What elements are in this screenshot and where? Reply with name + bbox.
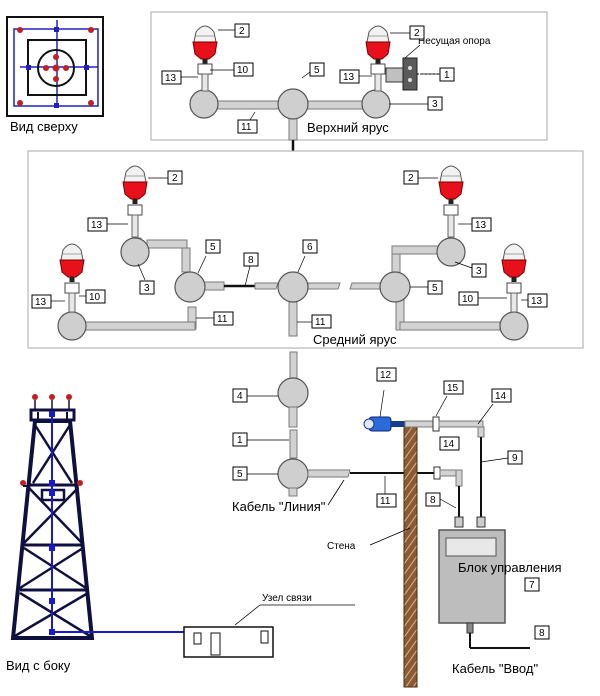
upper-tier-label: Верхний ярус [307, 120, 389, 135]
callout-11-lower: 11 [380, 496, 391, 507]
callout-13-mid-lowright: 13 [531, 296, 543, 307]
callout-11-upper: 11 [241, 122, 252, 133]
callout-13-upper-right: 13 [343, 72, 355, 83]
support-label: Несущая опора [418, 36, 491, 47]
callout-7: 7 [529, 580, 535, 591]
callout-10-upper: 10 [237, 65, 249, 76]
callout-4: 4 [237, 391, 243, 402]
callout-8-input: 8 [539, 628, 545, 639]
callout-13-upper-left: 13 [165, 73, 177, 84]
callout-10-mid-left: 10 [89, 292, 101, 303]
cable-line-label: Кабель "Линия" [232, 499, 326, 514]
callout-6-mid: 6 [307, 242, 313, 253]
middle-tier-label: Средний ярус [313, 332, 397, 347]
middle-callouts: 2 2 13 13 3 3 5 8 6 5 13 10 [31, 170, 548, 329]
lower-nodes: 4 1 5 [232, 351, 351, 497]
control-unit-label: Блок управления [458, 560, 562, 575]
callout-1-upper: 1 [444, 70, 450, 81]
callout-3-mid-left: 3 [144, 283, 150, 294]
callout-2-upper-right: 2 [414, 28, 420, 39]
callout-9: 9 [512, 453, 518, 464]
callout-12: 12 [380, 370, 392, 381]
upper-callouts: 2 2 10 13 13 5 3 11 1 [161, 23, 455, 134]
callout-5-lower: 5 [237, 469, 243, 480]
top-view-panel: Вид сверху [6, 16, 104, 134]
callout-5-upper: 5 [314, 65, 320, 76]
callout-2-mid-right: 2 [408, 173, 414, 184]
callout-5-mid-left: 5 [210, 242, 216, 253]
callout-2-mid-left: 2 [172, 173, 178, 184]
comm-node: Узел связи [183, 593, 355, 658]
comm-node-label: Узел связи [262, 593, 312, 604]
callout-1-lower: 1 [237, 435, 243, 446]
top-view-label: Вид сверху [10, 119, 78, 134]
wall [403, 424, 418, 688]
callout-5-mid-right: 5 [432, 283, 438, 294]
callout-14-mid: 14 [443, 439, 455, 450]
callout-3-upper: 3 [432, 99, 438, 110]
callout-11-mid-left: 11 [217, 314, 228, 325]
callout-13-mid-right: 13 [475, 220, 487, 231]
wall-label: Стена [327, 541, 356, 552]
callout-13-mid-lowleft: 13 [35, 297, 47, 308]
side-view-label: Вид с боку [6, 658, 71, 673]
callout-8-unit: 8 [430, 495, 436, 506]
control-unit: Блок управления 7 [438, 529, 562, 634]
callout-3-mid-right: 3 [476, 266, 482, 277]
tower: Вид с боку [6, 394, 188, 673]
callout-8-mid: 8 [248, 255, 254, 266]
callout-11-mid-center: 11 [315, 317, 326, 328]
connector-12: 12 [363, 367, 485, 438]
callout-13-mid-left: 13 [91, 220, 103, 231]
cable-input-label: Кабель "Ввод" [452, 661, 538, 676]
callout-14-top: 14 [495, 391, 507, 402]
callout-2-upper-left: 2 [239, 26, 245, 37]
callout-15: 15 [447, 383, 459, 394]
callout-10-mid-right: 10 [462, 294, 474, 305]
